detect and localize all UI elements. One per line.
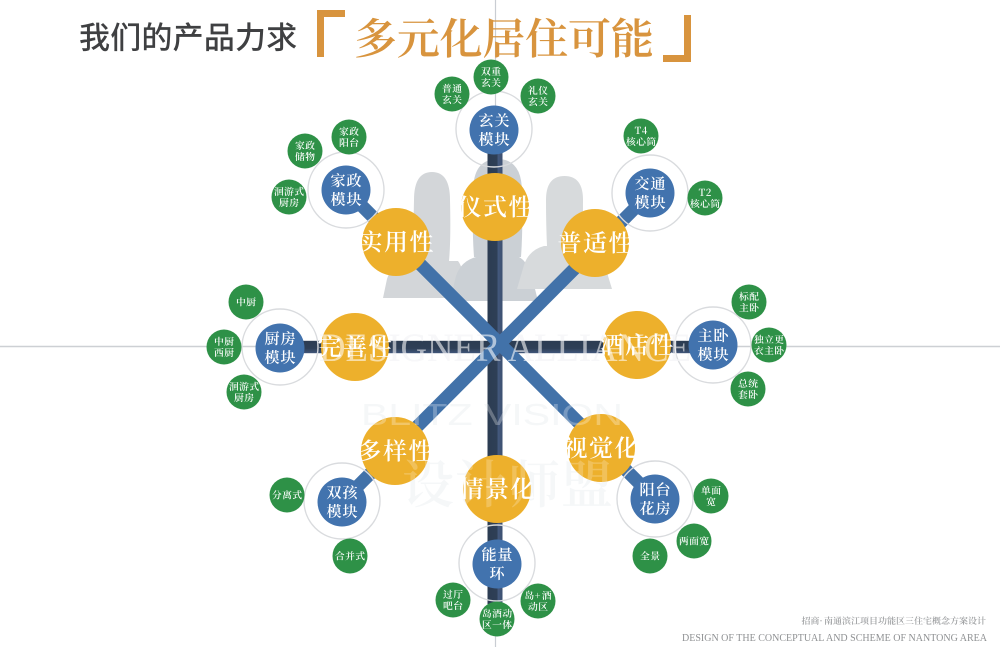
svg-text:BLITZ VISION: BLITZ VISION (361, 397, 623, 432)
svg-text:DESIGN OF THE CONCEPTUAL AND S: DESIGN OF THE CONCEPTUAL AND SCHEME OF N… (682, 633, 987, 644)
svg-text:DESIGNER ALLIANCE: DESIGNER ALLIANCE (319, 325, 691, 370)
